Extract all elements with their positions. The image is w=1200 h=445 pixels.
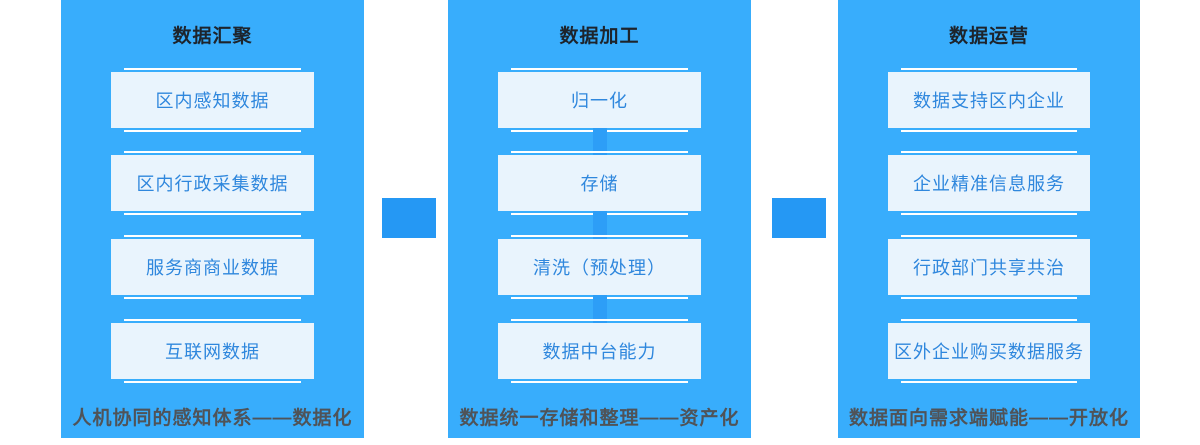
panel-caption: 数据面向需求端赋能——开放化 xyxy=(848,408,1129,429)
data-box: 区内行政采集数据 xyxy=(111,151,314,215)
data-box-label: 区内行政采集数据 xyxy=(136,174,289,194)
data-box: 互联网数据 xyxy=(111,319,314,383)
vertical-connector-icon xyxy=(592,211,607,239)
panel-data-operation: 数据运营 数据支持区内企业 企业精准信息服务 行政部门共享共治 区外企业购买数据… xyxy=(838,0,1140,438)
data-box-label: 企业精准信息服务 xyxy=(913,174,1065,194)
data-box-label: 行政部门共享共治 xyxy=(913,258,1065,278)
data-box: 服务商商业数据 xyxy=(111,235,314,299)
data-box: 存储 xyxy=(498,151,701,215)
data-box-label: 清洗（预处理） xyxy=(533,258,666,278)
panel-title: 数据加工 xyxy=(559,26,640,47)
panel-caption: 数据统一存储和整理——资产化 xyxy=(459,408,740,429)
data-box-label: 服务商商业数据 xyxy=(146,258,279,278)
data-box-label: 互联网数据 xyxy=(165,342,260,362)
data-box-label: 区外企业购买数据服务 xyxy=(894,342,1084,362)
flow-connector-icon xyxy=(382,198,436,238)
data-box: 数据支持区内企业 xyxy=(888,68,1090,132)
data-box: 企业精准信息服务 xyxy=(888,151,1090,215)
data-box-label: 区内感知数据 xyxy=(155,91,270,111)
flow-connector-icon xyxy=(772,198,826,238)
panel-data-aggregation: 数据汇聚 区内感知数据 区内行政采集数据 服务商商业数据 互联网数据 人机协同的… xyxy=(61,0,364,438)
data-box-label: 数据支持区内企业 xyxy=(913,91,1065,111)
data-box: 区外企业购买数据服务 xyxy=(888,319,1090,383)
panel-title: 数据汇聚 xyxy=(172,26,253,47)
data-box: 数据中台能力 xyxy=(498,319,701,383)
vertical-connector-icon xyxy=(592,295,607,323)
data-box-label: 数据中台能力 xyxy=(542,342,657,362)
data-box-label: 存储 xyxy=(580,174,619,194)
panel-title: 数据运营 xyxy=(948,26,1029,47)
data-box: 区内感知数据 xyxy=(111,68,314,132)
data-box: 行政部门共享共治 xyxy=(888,235,1090,299)
data-box-label: 归一化 xyxy=(571,91,628,111)
panel-data-processing: 数据加工 归一化 存储 清洗（预处理） 数据中台能力 数据统一存储和整理——资产… xyxy=(448,0,751,438)
panel-caption: 人机协同的感知体系——数据化 xyxy=(72,408,353,429)
data-box: 归一化 xyxy=(498,68,701,132)
vertical-connector-icon xyxy=(592,128,607,155)
data-box: 清洗（预处理） xyxy=(498,235,701,299)
